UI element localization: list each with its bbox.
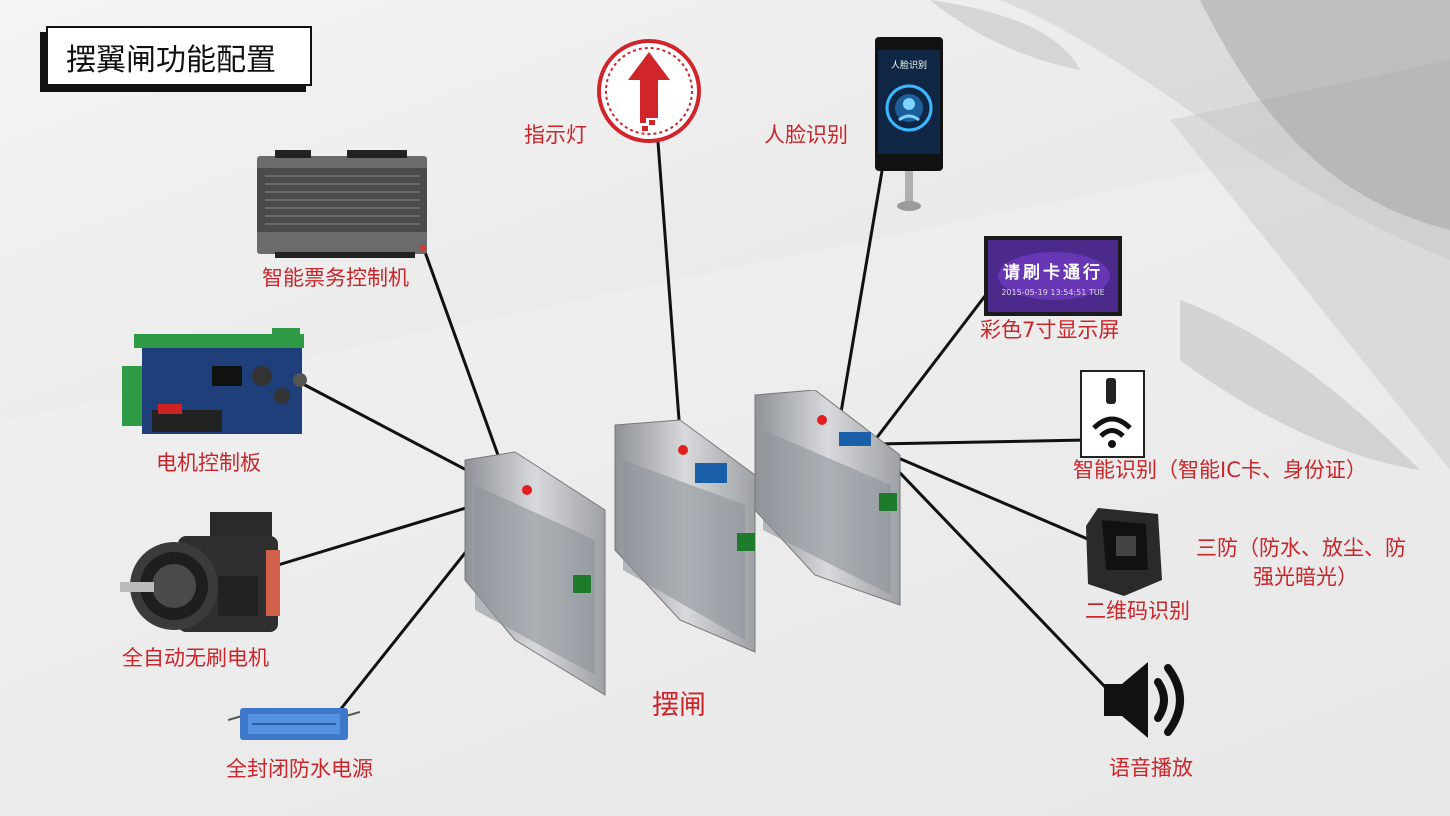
brushless-motor-icon — [120, 512, 280, 632]
speaker-icon — [1104, 662, 1184, 738]
connector-qr — [874, 446, 1091, 542]
label-ticket-controller: 智能票务控制机 — [262, 266, 409, 290]
connector-indicator — [656, 141, 683, 447]
label-smart-recognition: 智能识别（智能IC卡、身份证） — [1073, 458, 1367, 482]
title-box: 摆翼闸功能配置 — [46, 26, 312, 86]
label-indicator-light: 指示灯 — [524, 123, 587, 147]
face-recognition-terminal: 人脸识别 — [874, 36, 944, 214]
ticket-controller-icon — [257, 150, 427, 258]
connector-ticket-controller — [423, 251, 514, 495]
power-supply-icon — [228, 708, 360, 740]
label-color-display: 彩色7寸显示屏 — [980, 318, 1120, 342]
swing-gate-illustration — [464, 390, 901, 696]
label-swing-gate: 摆闸 — [652, 690, 706, 721]
page-title: 摆翼闸功能配置 — [66, 43, 276, 78]
qr-scanner-icon — [1086, 508, 1162, 596]
motor-control-board-icon — [122, 328, 307, 434]
label-three-proof-line1: 三防（防水、放尘、防 — [1196, 536, 1406, 560]
connector-card-reader — [874, 438, 1088, 446]
label-three-proof-line2: 强光暗光） — [1253, 565, 1358, 589]
display-text: 请刷卡通行 — [1003, 263, 1103, 283]
face-screen-text: 人脸识别 — [890, 61, 927, 71]
label-voice-playback: 语音播放 — [1109, 756, 1193, 780]
display-time: 2015-05-19 13:54:51 TUE — [1001, 288, 1105, 297]
label-power-supply: 全封闭防水电源 — [226, 757, 373, 781]
connector-speaker — [878, 450, 1110, 692]
label-brushless-motor: 全自动无刷电机 — [122, 646, 269, 670]
color-display: 请刷卡通行 2015-05-19 13:54:51 TUE — [984, 236, 1122, 316]
card-reader-icon — [1080, 370, 1145, 458]
label-face-recognition: 人脸识别 — [764, 123, 848, 147]
connector-display — [873, 295, 987, 441]
connector-face — [836, 170, 884, 431]
label-motor-board: 电机控制板 — [156, 451, 261, 475]
indicator-light-icon — [597, 39, 701, 143]
label-qr-recognition: 二维码识别 — [1085, 599, 1190, 623]
